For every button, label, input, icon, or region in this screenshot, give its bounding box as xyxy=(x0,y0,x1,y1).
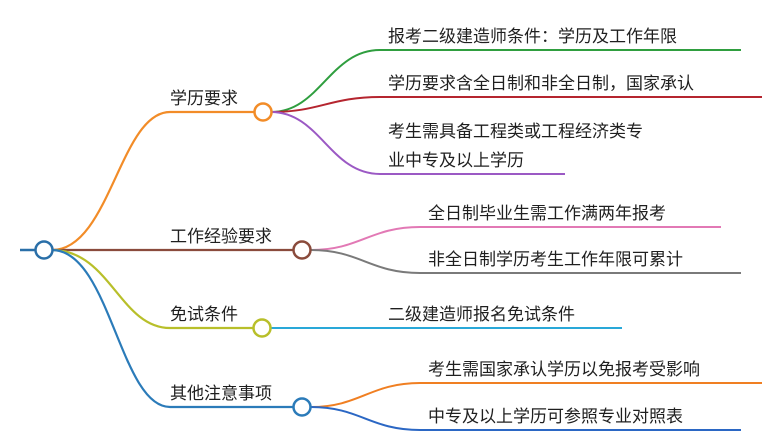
leaf-label-edu-1: 报考二级建造师条件：学历及工作年限 xyxy=(388,27,677,47)
connector-work-leaf-1 xyxy=(310,226,721,251)
connector-notes xyxy=(51,248,293,409)
connector-notes-leaf-1 xyxy=(310,382,762,408)
branch-label-education: 学历要求 xyxy=(170,89,238,109)
branch-node-education[interactable] xyxy=(253,102,273,122)
leaf-label-exempt-1: 二级建造师报名免试条件 xyxy=(388,305,575,325)
leaf-label-edu-3-line-1: 考生需具备工程类或工程经济类专 xyxy=(388,122,643,142)
leaf-label-edu-2: 学历要求含全日制和非全日制，国家承认 xyxy=(388,74,694,94)
branch-node-notes[interactable] xyxy=(292,397,312,417)
branch-label-work: 工作经验要求 xyxy=(170,227,272,247)
connector-edu-leaf-2 xyxy=(270,96,762,113)
branch-node-work[interactable] xyxy=(292,240,312,260)
branch-node-exempt[interactable] xyxy=(252,318,272,338)
connector-work-leaf-2 xyxy=(310,249,741,274)
leaf-label-notes-2: 中专及以上学历可参照专业对照表 xyxy=(428,407,683,427)
connector-edu-leaf-1 xyxy=(270,49,741,113)
connector-notes-leaf-2 xyxy=(310,406,741,431)
leaf-label-edu-3-line-2: 业中专及以上学历 xyxy=(388,151,524,171)
branch-label-notes: 其他注意事项 xyxy=(170,384,272,404)
connector-education xyxy=(51,110,254,252)
root-node[interactable] xyxy=(34,240,54,260)
leaf-label-work-2: 非全日制学历考生工作年限可累计 xyxy=(428,250,683,270)
connector-exempt xyxy=(51,248,253,330)
connector-edu-leaf-3 xyxy=(270,111,565,175)
leaf-label-notes-1: 考生需国家承认学历以免报考受影响 xyxy=(428,360,700,380)
branch-label-exempt: 免试条件 xyxy=(170,305,238,325)
leaf-label-work-1: 全日制毕业生需工作满两年报考 xyxy=(428,204,666,224)
